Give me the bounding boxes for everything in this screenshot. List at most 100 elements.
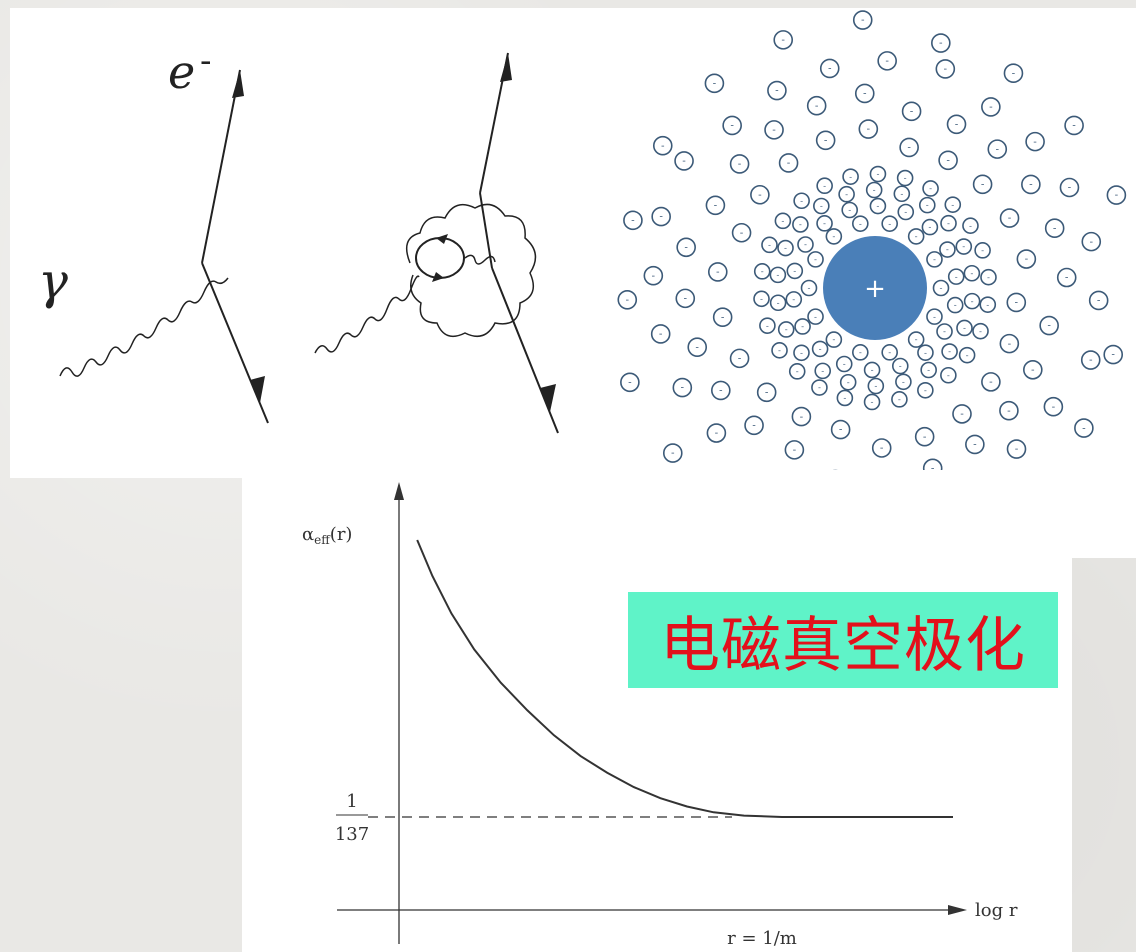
svg-text:-: - xyxy=(1008,339,1012,350)
svg-text:-: - xyxy=(1068,183,1072,194)
svg-text:-: - xyxy=(904,173,907,183)
negative-charge-icon: - xyxy=(858,119,879,139)
svg-text:-: - xyxy=(960,409,964,420)
svg-text:-: - xyxy=(843,359,846,369)
negative-charge-icon: - xyxy=(643,265,664,286)
svg-text:-: - xyxy=(738,159,742,170)
svg-text:-: - xyxy=(939,38,943,49)
svg-text:-: - xyxy=(772,125,776,136)
svg-text:-: - xyxy=(714,200,718,211)
svg-text:-: - xyxy=(981,245,984,255)
tree-level-diagram xyxy=(59,69,269,424)
negative-charge-icon: - xyxy=(897,203,915,221)
negative-charge-icon: - xyxy=(938,150,958,171)
svg-text:-: - xyxy=(625,295,629,306)
negative-charge-icon: - xyxy=(1006,292,1027,313)
svg-text:-: - xyxy=(948,346,951,356)
negative-charge-icon: - xyxy=(852,10,873,30)
negative-charge-icon: - xyxy=(852,344,869,361)
svg-text:-: - xyxy=(963,323,966,333)
negative-charge-icon: - xyxy=(1064,115,1084,136)
negative-charge-icon: - xyxy=(839,373,857,391)
svg-text:-: - xyxy=(902,376,905,386)
negative-charge-icon: - xyxy=(769,266,787,284)
negative-charge-icon: - xyxy=(893,185,911,203)
svg-text:-: - xyxy=(926,200,929,210)
svg-text:-: - xyxy=(682,156,686,167)
svg-text:-: - xyxy=(915,334,918,344)
negative-charge-icon: - xyxy=(1021,174,1041,195)
photon-wavy-line xyxy=(464,254,496,265)
svg-text:-: - xyxy=(814,254,817,264)
negative-charge-icon: - xyxy=(896,169,914,187)
svg-text:-: - xyxy=(927,365,930,375)
svg-text:-: - xyxy=(848,205,851,215)
plus-icon: + xyxy=(864,274,886,304)
svg-text:-: - xyxy=(1111,350,1115,361)
negative-charge-icon: - xyxy=(869,197,887,215)
svg-text:-: - xyxy=(628,377,632,388)
svg-text:-: - xyxy=(861,15,865,26)
svg-text:-: - xyxy=(765,387,769,398)
svg-text:-: - xyxy=(784,243,787,253)
negative-charge-icon: - xyxy=(816,177,833,195)
negative-charge-icon: - xyxy=(852,215,869,232)
svg-text:-: - xyxy=(652,271,656,282)
svg-text:-: - xyxy=(799,219,802,229)
negative-charge-icon: - xyxy=(955,238,973,255)
svg-text:-: - xyxy=(898,394,901,404)
svg-text:-: - xyxy=(758,190,762,201)
svg-text:-: - xyxy=(946,155,950,166)
negative-charge-icon: - xyxy=(1044,218,1065,239)
negative-charge-icon: - xyxy=(672,377,693,398)
svg-text:-: - xyxy=(777,297,780,307)
negative-charge-icon: - xyxy=(792,216,809,233)
svg-text:-: - xyxy=(719,386,723,397)
negative-charge-icon: - xyxy=(1074,418,1094,438)
svg-text:-: - xyxy=(715,428,719,439)
svg-text:-: - xyxy=(730,121,734,132)
svg-text:-: - xyxy=(814,311,817,321)
reference-denominator: 137 xyxy=(335,824,369,845)
photon-label: γ xyxy=(38,252,68,310)
negative-charge-icon: - xyxy=(729,154,750,174)
negative-charge-icon: - xyxy=(944,196,962,213)
svg-text:-: - xyxy=(631,215,635,226)
negative-charge-icon: - xyxy=(963,264,981,282)
negative-charge-icon: - xyxy=(914,426,935,447)
negative-charge-icon: - xyxy=(722,115,742,136)
negative-charge-icon: - xyxy=(1088,290,1109,311)
negative-charge-icon: - xyxy=(899,137,919,158)
svg-text:-: - xyxy=(1015,298,1019,309)
negative-charge-icon: - xyxy=(794,318,811,335)
svg-text:-: - xyxy=(849,171,852,181)
negative-charge-icon: - xyxy=(972,174,993,195)
negative-charge-icon: - xyxy=(704,73,725,94)
svg-text:-: - xyxy=(775,86,779,97)
svg-text:-: - xyxy=(721,312,725,323)
svg-text:-: - xyxy=(871,397,874,407)
svg-text:-: - xyxy=(800,412,804,423)
x-axis-arrow-icon xyxy=(948,905,967,915)
negative-charge-icon: - xyxy=(863,361,881,379)
negative-charge-icon: - xyxy=(729,348,750,369)
negative-charge-icon: - xyxy=(932,279,950,297)
negative-charge-icon: - xyxy=(806,95,827,116)
negative-charge-icon: - xyxy=(813,197,830,215)
feynman-diagrams: e - γ xyxy=(38,41,559,434)
svg-text:-: - xyxy=(804,239,807,249)
fermion-loop xyxy=(415,237,465,279)
svg-text:-: - xyxy=(1008,213,1012,224)
svg-text:-: - xyxy=(695,342,699,353)
svg-text:-: - xyxy=(671,448,675,459)
negative-charge-icon: - xyxy=(940,366,957,384)
svg-text:-: - xyxy=(766,320,769,330)
coupling-chart-panel: αeff(r) log r 1 137 r = 1/m xyxy=(242,470,1072,952)
svg-text:-: - xyxy=(874,381,877,391)
negative-charge-icon: - xyxy=(999,208,1020,228)
negative-charge-icon: - xyxy=(652,135,673,156)
negative-charge-icon: - xyxy=(979,296,997,313)
svg-text:-: - xyxy=(796,366,799,376)
negative-charge-icon: - xyxy=(871,438,892,458)
negative-charge-icon: - xyxy=(756,382,777,403)
